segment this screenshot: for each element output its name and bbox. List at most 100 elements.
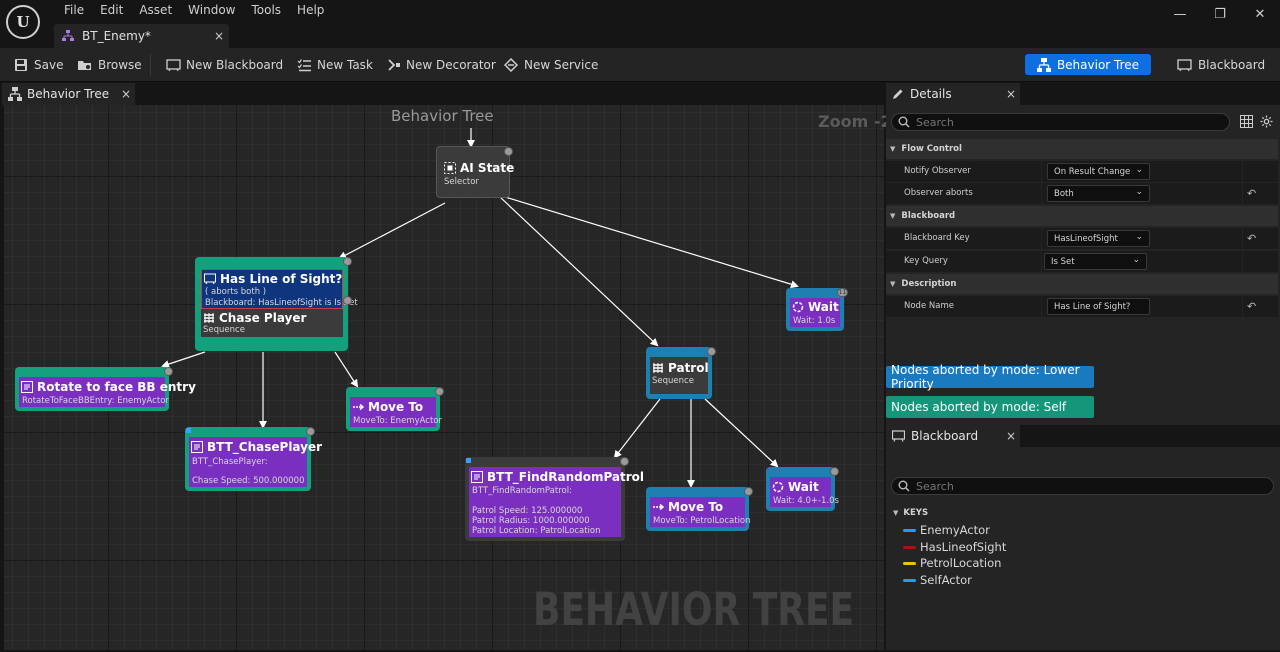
btt-chase-detail: Chase Speed: 500.000000 (192, 476, 305, 486)
keys-header[interactable]: ▼ KEYS (893, 504, 1273, 522)
key-query-dropdown[interactable]: Is Set⌄ (1044, 253, 1147, 270)
node-pin[interactable] (343, 257, 352, 266)
prop-blackboard-key: Blackboard Key HasLineofSight⌄ ↶ (886, 228, 1278, 250)
blackboard-panel: ▼ KEYS EnemyActor HasLineofSight PetrolL… (886, 447, 1280, 650)
new-blackboard-button[interactable]: New Blackboard (165, 54, 283, 76)
save-button[interactable]: Save (13, 54, 63, 76)
menu-asset[interactable]: Asset (139, 3, 173, 17)
chevron-down-icon: ⌄ (1132, 255, 1140, 265)
document-tab-close-icon[interactable]: × (213, 29, 225, 43)
node-pin[interactable] (435, 387, 444, 396)
details-tab-bar: Details × (886, 83, 1280, 105)
maximize-icon[interactable]: ❐ (1214, 6, 1226, 22)
node-pin[interactable] (830, 467, 839, 476)
category-blackboard[interactable]: ▼Blackboard (886, 206, 1278, 226)
node-pin[interactable] (343, 296, 352, 305)
rotate-title: Rotate to face BB entry (37, 380, 196, 394)
decorator-has-line-of-sight[interactable]: Has Line of Sight? ( aborts both ) Black… (201, 269, 358, 309)
search-icon (898, 480, 910, 492)
blackboard-search-input[interactable] (916, 479, 1254, 493)
menu-help[interactable]: Help (297, 3, 325, 17)
tab-details[interactable]: Details × (886, 83, 1020, 105)
menu-window[interactable]: Window (188, 3, 236, 17)
node-pin[interactable] (504, 147, 513, 156)
new-decorator-button[interactable]: New Decorator (385, 54, 496, 76)
node-chase-player-sequence[interactable]: Has Line of Sight? ( aborts both ) Black… (195, 257, 358, 351)
node-ai-state-title: AI State (460, 161, 515, 175)
notify-observer-dropdown[interactable]: On Result Change⌄ (1047, 163, 1150, 180)
tab-behavior-tree[interactable]: Behavior Tree × (2, 83, 135, 105)
wait-top-header: Wait (792, 300, 839, 314)
grid-view-icon[interactable] (1240, 115, 1253, 128)
decorator-title: Has Line of Sight? (220, 272, 343, 286)
menu-edit[interactable]: Edit (100, 3, 124, 17)
browse-button[interactable]: Browse (77, 54, 142, 76)
blackboard-search[interactable] (891, 477, 1274, 495)
node-btt-chase-player[interactable]: BTT_ChasePlayer BTT_ChasePlayer: Chase S… (185, 427, 322, 491)
service-icon (503, 57, 519, 73)
save-icon (13, 57, 29, 73)
blackboard-key-row[interactable]: HasLineofSight (903, 540, 1006, 554)
blackboard-key-row[interactable]: SelfActor (903, 573, 972, 587)
blackboard-key-row[interactable]: EnemyActor (903, 523, 990, 537)
tab-blackboard[interactable]: Blackboard × (886, 425, 1020, 447)
category-description[interactable]: ▼Description (886, 274, 1278, 294)
category-flow-control[interactable]: ▼Flow Control (886, 139, 1278, 159)
node-pin[interactable] (164, 367, 173, 376)
blackboard-key-name: SelfActor (920, 573, 972, 587)
menu-file[interactable]: File (64, 3, 85, 17)
prop-observer-aborts-name: Observer aborts (904, 188, 973, 198)
reset-to-default-icon[interactable]: ↶ (1247, 232, 1257, 245)
observer-aborts-dropdown[interactable]: Both⌄ (1047, 185, 1150, 202)
minimize-icon[interactable]: — (1173, 6, 1187, 22)
category-description-label: Description (901, 279, 957, 289)
wait-top-sub: Wait: 1.0s (793, 316, 836, 326)
wait-patrol-body: Wait Wait: 4.0+-1.0s (770, 477, 839, 507)
reset-to-default-icon[interactable]: ↶ (1247, 187, 1257, 200)
btt-chase-sub: BTT_ChasePlayer: (192, 457, 268, 467)
node-patrol-sequence[interactable]: Patrol Sequence (646, 347, 716, 399)
tab-close-icon[interactable]: × (1005, 429, 1017, 443)
prop-key-query-name: Key Query (904, 256, 948, 266)
node-pin[interactable] (707, 347, 716, 356)
settings-gear-icon[interactable] (1260, 115, 1273, 128)
node-pin[interactable] (306, 427, 315, 436)
tab-details-label: Details (910, 87, 952, 101)
node-ai-state-selector[interactable]: AI State Selector (436, 146, 514, 198)
node-pin[interactable] (620, 457, 629, 466)
collapse-triangle-icon: ▼ (890, 212, 896, 220)
behavior-tree-mode-button[interactable]: Behavior Tree (1025, 54, 1151, 75)
column-divider (1242, 251, 1243, 273)
reset-to-default-icon[interactable]: ↶ (1247, 300, 1257, 313)
node-move-to-patrol[interactable]: Move To MoveTo: PetrolLocation (646, 487, 753, 531)
node-wait-top[interactable]: Wait Wait: 1.0s 11 (786, 288, 848, 331)
node-wait-patrol[interactable]: Wait Wait: 4.0+-1.0s (766, 467, 839, 511)
search-icon (898, 116, 910, 128)
tab-close-icon[interactable]: × (1005, 87, 1017, 101)
new-service-button[interactable]: New Service (503, 54, 598, 76)
close-window-icon[interactable]: ✕ (1254, 6, 1266, 22)
details-search[interactable] (891, 113, 1230, 131)
node-btt-find-random-patrol[interactable]: BTT_FindRandomPatrol BTT_FindRandomPatro… (465, 457, 644, 541)
blackboard-key-dropdown[interactable]: HasLineofSight⌄ (1047, 230, 1150, 247)
node-name-field[interactable]: Has Line of Sight? (1047, 298, 1150, 315)
unreal-logo-icon[interactable]: U (6, 5, 40, 39)
blackboard-key-row[interactable]: PetrolLocation (903, 556, 1001, 570)
node-name-value: Has Line of Sight? (1054, 301, 1131, 312)
move-to-icon (353, 403, 364, 411)
menu-tools[interactable]: Tools (251, 3, 282, 17)
wait-icon (792, 301, 804, 313)
node-pin[interactable] (744, 487, 753, 496)
tab-close-icon[interactable]: × (120, 87, 132, 101)
notify-observer-value: On Result Change (1054, 166, 1131, 177)
details-search-input[interactable] (916, 115, 1214, 129)
patrol-header: Patrol (652, 361, 709, 375)
node-rotate-to-face[interactable]: Rotate to face BB entry RotateToFaceBBEn… (15, 367, 196, 411)
node-move-to-enemy[interactable]: Move To MoveTo: EnemyActor (346, 387, 444, 431)
column-divider (1041, 296, 1042, 318)
chase-player-title: Chase Player (219, 311, 307, 325)
new-task-button[interactable]: New Task (296, 54, 373, 76)
blackboard-mode-button[interactable]: Blackboard (1165, 54, 1277, 75)
column-divider (1242, 183, 1243, 205)
document-tab[interactable]: BT_Enemy* × (54, 24, 229, 48)
